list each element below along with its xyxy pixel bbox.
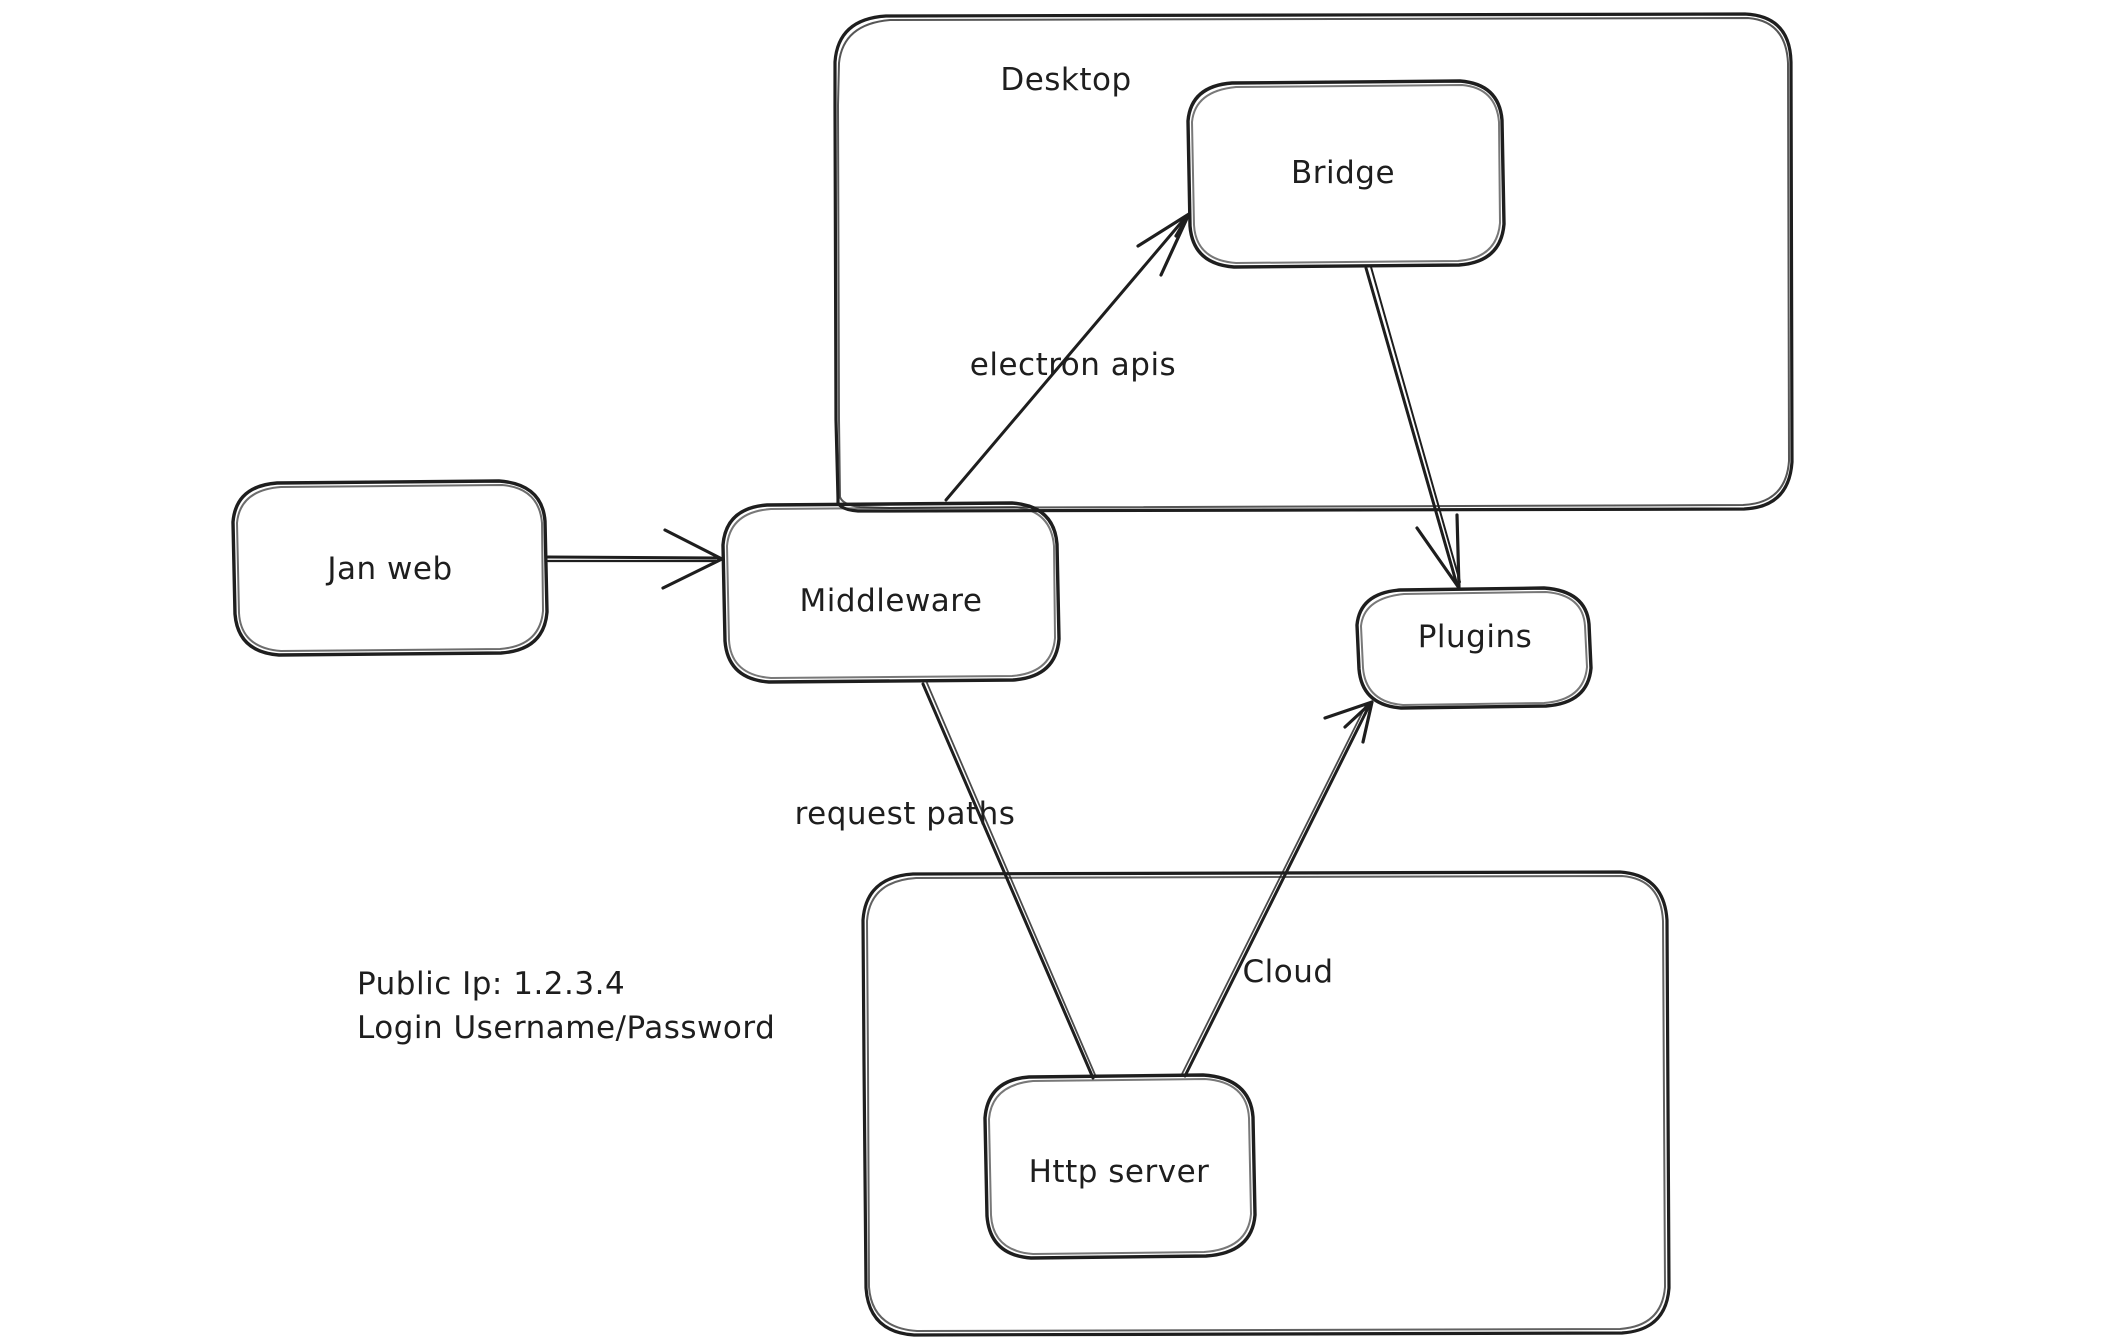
edge-middleware-http	[921, 682, 1097, 1080]
container-cloud-shape	[861, 870, 1671, 1337]
node-label-bridge: Bridge	[1290, 155, 1396, 191]
node-label-middleware: Middleware	[799, 583, 983, 619]
edge-http-plugins	[1181, 700, 1374, 1078]
notes-block: Public Ip: 1.2.3.4 Login Username/Passwo…	[357, 962, 775, 1050]
arrowhead-http-plugins	[1323, 700, 1374, 744]
arrowhead-middleware-bridge	[1136, 212, 1191, 277]
node-label-http-server: Http server	[1028, 1154, 1210, 1190]
node-middleware-shape[interactable]	[721, 501, 1061, 684]
note-public-ip: Public Ip: 1.2.3.4	[357, 966, 626, 1002]
node-bridge-shape[interactable]	[1186, 79, 1506, 269]
note-login: Login Username/Password	[357, 1010, 776, 1047]
node-http-server-shape[interactable]	[983, 1073, 1257, 1260]
arrowhead-bridge-plugins	[1415, 513, 1461, 590]
node-label-plugins: Plugins	[1417, 619, 1533, 655]
edge-bridge-plugins	[1364, 266, 1461, 590]
container-label-desktop: Desktop	[1000, 62, 1132, 98]
edge-janweb-middleware	[546, 528, 724, 590]
edge-middleware-bridge	[944, 212, 1191, 502]
arrowhead-janweb-middleware	[661, 528, 724, 590]
node-plugins-shape[interactable]	[1355, 586, 1593, 710]
node-jan-web-shape[interactable]	[231, 479, 549, 657]
edge-label-cloud: Cloud	[1242, 954, 1334, 990]
edge-label-request-paths: request paths	[794, 796, 1016, 832]
node-label-jan-web: Jan web	[327, 551, 453, 587]
edge-label-electron-apis: electron apis	[969, 347, 1177, 383]
